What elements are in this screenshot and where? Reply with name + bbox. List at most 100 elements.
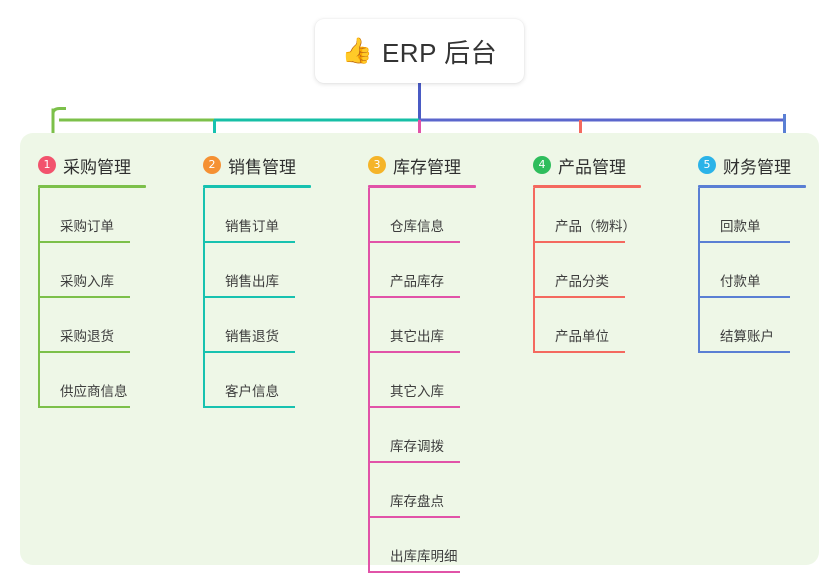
list-item-underline: [368, 296, 460, 298]
thumbs-up-icon: 👍: [341, 36, 373, 65]
list-item-label: 库存盘点: [390, 494, 444, 509]
list-item-underline: [698, 296, 790, 298]
list-item-underline: [203, 351, 295, 353]
list-item-label: 产品（物料）: [555, 219, 636, 234]
list-item-underline: [203, 241, 295, 243]
list-item-underline: [698, 351, 790, 353]
column-header-2[interactable]: 2 销售管理: [203, 145, 353, 185]
column-items-4: 产品（物料） 产品分类产品单位: [533, 188, 683, 353]
connector-drop-column-1: [51, 107, 66, 126]
list-item[interactable]: 其它入库: [368, 353, 518, 408]
column-header-1[interactable]: 1 采购管理: [38, 145, 188, 185]
column-header-3[interactable]: 3 库存管理: [368, 145, 518, 185]
columns-panel: [20, 133, 819, 565]
column-badge-5: 5: [698, 156, 716, 174]
column-underline-1: [38, 185, 146, 188]
list-item[interactable]: 产品库存: [368, 243, 518, 298]
list-item[interactable]: 结算账户: [698, 298, 839, 353]
column-items-5: 回款单付款单结算账户: [698, 188, 839, 353]
list-item[interactable]: 客户信息: [203, 353, 353, 408]
column-badge-3: 3: [368, 156, 386, 174]
page-title: ERP 后台: [381, 37, 498, 68]
list-item-underline: [203, 406, 295, 408]
column-badge-1: 1: [38, 156, 56, 174]
list-item[interactable]: 库存盘点: [368, 463, 518, 518]
column-title-3: 库存管理: [393, 157, 461, 177]
list-item-underline: [38, 241, 130, 243]
list-item-underline: [698, 241, 790, 243]
list-item[interactable]: 回款单: [698, 188, 839, 243]
list-item[interactable]: 库存调拨: [368, 408, 518, 463]
column-header-4[interactable]: 4 产品管理: [533, 145, 683, 185]
list-item[interactable]: 销售订单: [203, 188, 353, 243]
column-spine-2: [203, 188, 205, 408]
list-item[interactable]: 销售退货: [203, 298, 353, 353]
column-badge-2: 2: [203, 156, 221, 174]
column-2: 2 销售管理销售订单销售出库销售退货客户信息: [203, 145, 353, 408]
list-item-underline: [368, 571, 460, 573]
list-item-label: 其它出库: [390, 329, 444, 344]
column-underline-5: [698, 185, 806, 188]
column-items-3: 仓库信息产品库存其它出库其它入库库存调拨库存盘点出库库明细: [368, 188, 518, 573]
list-item[interactable]: 供应商信息: [38, 353, 188, 408]
root-node[interactable]: 👍 ERP 后台: [315, 19, 524, 83]
column-underline-3: [368, 185, 476, 188]
list-item-underline: [368, 516, 460, 518]
list-item[interactable]: 产品分类: [533, 243, 683, 298]
list-item-label: 客户信息: [225, 384, 279, 399]
list-item-label: 付款单: [720, 274, 761, 289]
column-spine-4: [533, 188, 535, 353]
list-item-underline: [38, 351, 130, 353]
column-header-5[interactable]: 5 财务管理: [698, 145, 839, 185]
column-items-2: 销售订单销售出库销售退货客户信息: [203, 188, 353, 408]
list-item-label: 销售退货: [225, 329, 279, 344]
list-item-underline: [533, 296, 625, 298]
column-items-1: 采购订单采购入库采购退货供应商信息: [38, 188, 188, 408]
list-item-label: 产品单位: [555, 329, 609, 344]
list-item-underline: [203, 296, 295, 298]
list-item[interactable]: 仓库信息: [368, 188, 518, 243]
list-item-label: 产品库存: [390, 274, 444, 289]
list-item-label: 回款单: [720, 219, 761, 234]
list-item-underline: [368, 241, 460, 243]
list-item-label: 供应商信息: [60, 384, 128, 399]
list-item[interactable]: 出库库明细: [368, 518, 518, 573]
column-title-2: 销售管理: [228, 157, 296, 177]
list-item-label: 采购入库: [60, 274, 114, 289]
list-item-label: 销售出库: [225, 274, 279, 289]
list-item-underline: [533, 351, 625, 353]
list-item-label: 采购订单: [60, 219, 114, 234]
column-spine-1: [38, 188, 40, 408]
list-item-underline: [533, 241, 625, 243]
list-item-label: 出库库明细: [390, 549, 458, 564]
list-item[interactable]: 付款单: [698, 243, 839, 298]
columns-layer: 1 采购管理采购订单采购入库采购退货供应商信息 2 销售管理销售订单销售出库销售退货客…: [20, 145, 819, 573]
list-item[interactable]: 销售出库: [203, 243, 353, 298]
list-item-underline: [368, 351, 460, 353]
column-title-4: 产品管理: [558, 157, 626, 177]
list-item[interactable]: 其它出库: [368, 298, 518, 353]
column-spine-3: [368, 188, 370, 573]
list-item-underline: [368, 461, 460, 463]
column-badge-4: 4: [533, 156, 551, 174]
list-item-label: 结算账户: [720, 329, 774, 344]
column-title-5: 财务管理: [723, 157, 791, 177]
list-item[interactable]: 产品单位: [533, 298, 683, 353]
column-3: 3 库存管理仓库信息产品库存其它出库其它入库库存调拨库存盘点出库库明细: [368, 145, 518, 573]
column-title-1: 采购管理: [63, 157, 131, 177]
list-item[interactable]: 采购订单: [38, 188, 188, 243]
list-item-underline: [38, 296, 130, 298]
list-item[interactable]: 采购入库: [38, 243, 188, 298]
column-1: 1 采购管理采购订单采购入库采购退货供应商信息: [38, 145, 188, 408]
list-item-underline: [38, 406, 130, 408]
column-underline-4: [533, 185, 641, 188]
list-item-underline: [368, 406, 460, 408]
list-item-label: 其它入库: [390, 384, 444, 399]
column-4: 4 产品管理产品（物料） 产品分类产品单位: [533, 145, 683, 353]
list-item-label: 采购退货: [60, 329, 114, 344]
list-item[interactable]: 采购退货: [38, 298, 188, 353]
list-item-label: 库存调拨: [390, 439, 444, 454]
list-item[interactable]: 产品（物料）: [533, 188, 683, 243]
column-underline-2: [203, 185, 311, 188]
list-item-label: 销售订单: [225, 219, 279, 234]
